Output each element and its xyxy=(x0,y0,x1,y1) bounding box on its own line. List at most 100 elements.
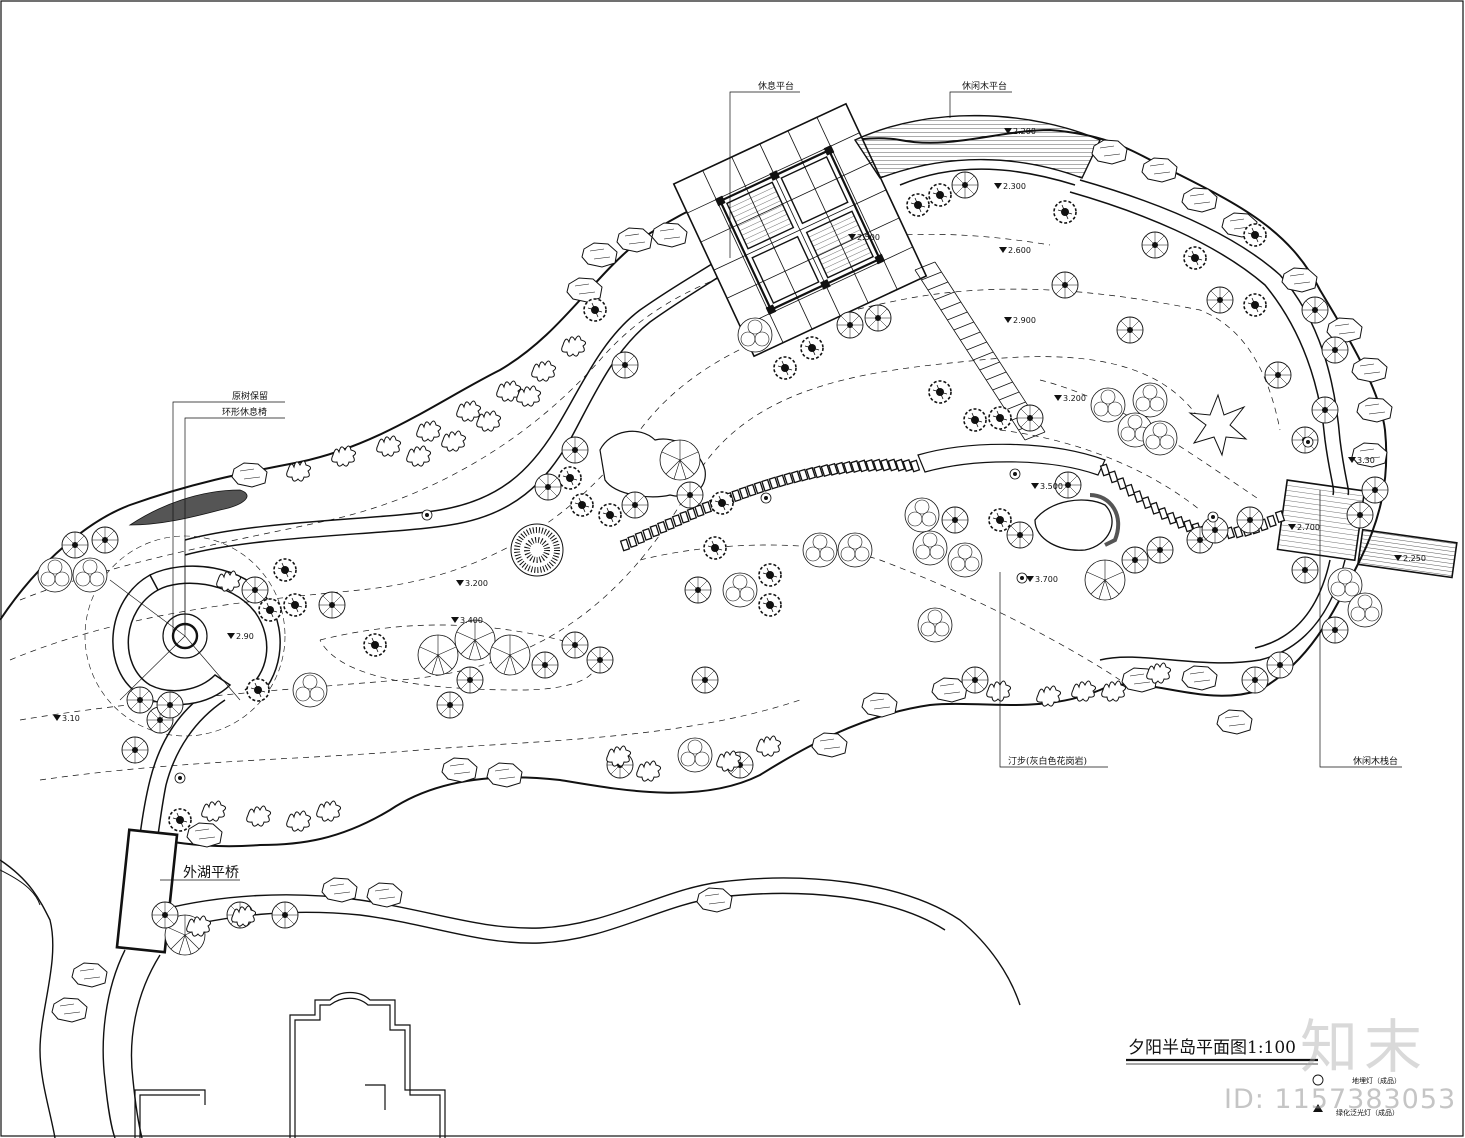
tree-symbol xyxy=(1006,521,1034,549)
label-ring-bench: 环形休息椅 xyxy=(222,406,267,418)
stepping-stone xyxy=(1099,463,1111,477)
tree-symbol xyxy=(904,497,940,533)
tree-symbol xyxy=(534,473,562,501)
stepping-stone xyxy=(1158,507,1169,521)
tree-symbol xyxy=(273,558,297,582)
tree-symbol xyxy=(802,532,838,568)
pond-rock xyxy=(1034,499,1113,551)
star-tree xyxy=(1188,393,1248,457)
tree-symbol xyxy=(246,678,270,702)
stepping-stone xyxy=(1108,470,1119,484)
elevation-markers: 2.200 2.300 2.500 2.600 2.900 3.200 3.50… xyxy=(53,127,1426,723)
shrub-symbol xyxy=(986,680,1012,702)
stepping-stone xyxy=(880,458,891,472)
lamp-symbol xyxy=(760,492,772,504)
drawing-title: 夕阳半岛平面图1:100 xyxy=(1128,1038,1296,1058)
tree-symbol xyxy=(531,651,559,679)
elev-1: 2.200 xyxy=(1013,127,1036,136)
tree-symbol xyxy=(151,901,179,929)
stepping-stone xyxy=(827,462,839,476)
tree-symbol xyxy=(963,408,987,432)
stepping-stone xyxy=(1124,483,1136,497)
tree-symbol xyxy=(611,351,639,379)
tree-symbol xyxy=(961,666,989,694)
tree-symbol xyxy=(1141,231,1169,259)
tree-symbol xyxy=(271,901,299,929)
stair-step xyxy=(998,391,1020,401)
tree-symbol xyxy=(677,737,713,773)
tree-symbol xyxy=(988,508,1012,532)
stair-step xyxy=(992,381,1013,391)
tree-symbol xyxy=(758,593,782,617)
stepping-stone xyxy=(701,501,713,515)
tree-symbol xyxy=(1132,382,1168,418)
tree-symbol xyxy=(800,336,824,360)
annotations xyxy=(160,91,1402,881)
tree-symbol xyxy=(912,530,948,566)
tree-symbol xyxy=(91,526,119,554)
stair-step xyxy=(934,291,955,301)
stair-step xyxy=(927,281,949,291)
building-outline xyxy=(134,991,446,1138)
tree-symbol xyxy=(241,576,269,604)
stair-step xyxy=(914,261,936,271)
stepping-stone xyxy=(872,458,884,472)
stepping-stone xyxy=(768,476,779,490)
tree-symbol xyxy=(1121,546,1149,574)
planting-trees xyxy=(37,171,1389,956)
tree-symbol xyxy=(168,808,192,832)
elev-10: 3.400 xyxy=(460,616,483,625)
stair-step xyxy=(979,361,1000,371)
tree-symbol xyxy=(561,436,589,464)
tree-symbol xyxy=(489,634,531,676)
lamp-symbol xyxy=(1016,572,1028,584)
tree-symbol xyxy=(837,532,873,568)
elev-7: 3.500 xyxy=(1040,482,1063,491)
tree-symbol xyxy=(1016,404,1044,432)
right-loop-path-b xyxy=(1069,191,1335,496)
tree-symbol xyxy=(684,576,712,604)
tree-symbol xyxy=(621,491,649,519)
tree-symbol xyxy=(864,304,892,332)
stepping-stone xyxy=(1174,515,1186,529)
tree-symbol xyxy=(558,466,582,490)
shrub-symbol xyxy=(416,420,442,442)
tree-symbol xyxy=(659,439,701,481)
tree-symbol xyxy=(417,634,459,676)
lamp-symbol xyxy=(1207,511,1219,523)
rest-platform xyxy=(672,102,928,358)
stepping-stone xyxy=(865,458,876,472)
stepping-stone xyxy=(1149,501,1161,515)
tree-symbol xyxy=(951,171,979,199)
leisure-wood-platform xyxy=(853,114,1101,179)
stepping-stone xyxy=(1266,514,1277,528)
tree-symbol xyxy=(363,633,387,657)
stepping-stone xyxy=(1166,511,1177,525)
stair-step xyxy=(973,351,994,361)
path-top-arc xyxy=(899,168,1076,186)
label-leisure-wood-platform: 休闲木平台 xyxy=(962,80,1007,92)
stepping-stone xyxy=(686,507,698,521)
label-leisure-wood-dock: 休闲木栈台 xyxy=(1353,755,1398,767)
tree-symbol xyxy=(1346,501,1374,529)
stair-step xyxy=(953,321,974,331)
stepping-stone xyxy=(902,459,913,473)
elev-11: 2.90 xyxy=(236,632,254,641)
main-path-outer xyxy=(184,249,731,541)
label-outer-lake-bridge: 外湖平桥 xyxy=(183,865,239,881)
stepping-stone xyxy=(731,489,742,503)
stepping-stone xyxy=(671,514,683,528)
stepping-stone xyxy=(761,478,772,492)
tree-symbol xyxy=(454,619,496,661)
tree-symbol xyxy=(1183,246,1207,270)
tree-symbol xyxy=(318,591,346,619)
stepping-stone xyxy=(894,458,906,472)
stair-step xyxy=(966,341,987,351)
tree-symbol xyxy=(1311,396,1339,424)
tree-symbol xyxy=(691,666,719,694)
stepping-stone xyxy=(805,466,817,480)
shrub-symbol xyxy=(286,810,312,832)
elev-14: 2.250 xyxy=(1403,554,1426,563)
tree-symbol xyxy=(703,536,727,560)
buried-lamp-icon xyxy=(1312,1074,1324,1086)
